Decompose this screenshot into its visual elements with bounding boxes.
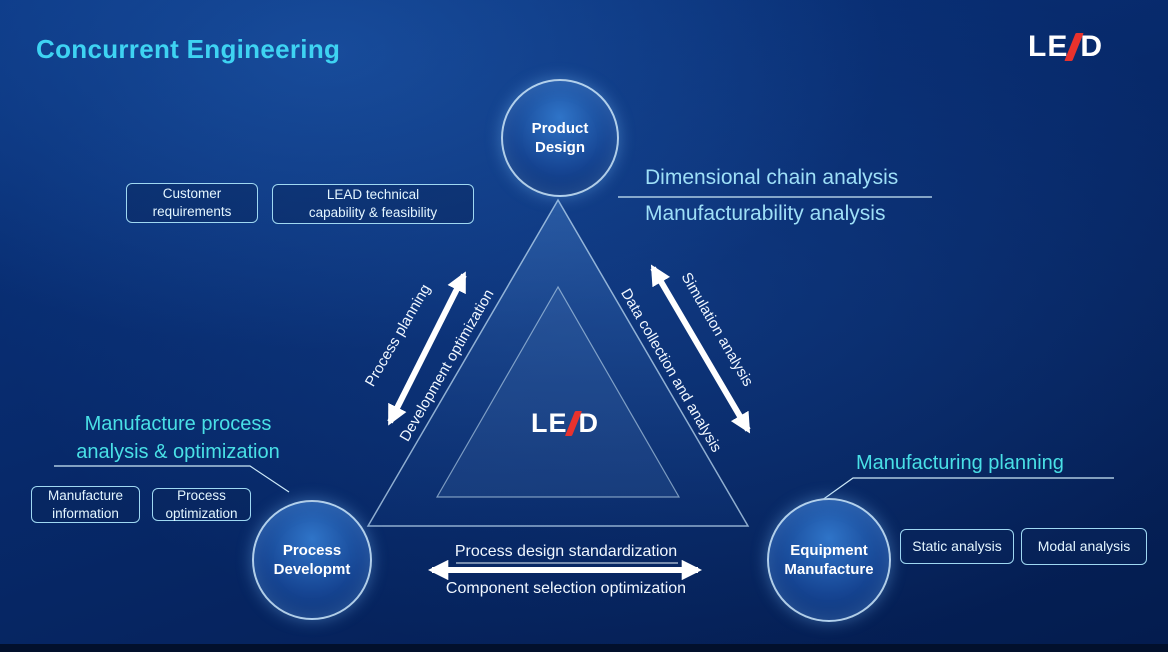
lead-logo: LE D — [1028, 30, 1103, 64]
box-process-optimization: Process optimization — [152, 488, 251, 521]
label-manufacturability-analysis: Manufacturability analysis — [645, 202, 886, 225]
center-logo-d-text: D — [578, 408, 599, 438]
label-dimensional-chain-analysis: Dimensional chain analysis — [645, 166, 899, 189]
node-process-development: Process Developmt — [252, 500, 372, 620]
box-modal-analysis: Modal analysis — [1021, 528, 1147, 565]
bottom-bar — [0, 644, 1168, 652]
box-lead-technical-capability: LEAD technical capability & feasibility — [272, 184, 474, 224]
node-equipment-manufacture: Equipment Manufacture — [767, 498, 891, 622]
box-customer-requirements: Customer requirements — [126, 183, 258, 223]
box-manufacture-information: Manufacture information — [31, 486, 140, 523]
center-lead-logo: LE D — [515, 408, 615, 439]
box-static-analysis: Static analysis — [900, 529, 1014, 564]
right-edge-arrow — [650, 264, 751, 434]
label-process-design-standardization: Process design standardization — [454, 543, 678, 560]
left-edge-arrow — [387, 271, 467, 426]
center-logo-le-text: LE — [530, 408, 568, 438]
label-component-selection-optimization: Component selection optimization — [445, 580, 687, 597]
logo-le-text: LE — [1028, 30, 1069, 63]
label-manufacturing-planning: Manufacturing planning — [856, 452, 1064, 474]
page-title: Concurrent Engineering — [36, 34, 341, 64]
node-product-design: Product Design — [501, 79, 619, 197]
logo-d-text: D — [1080, 30, 1104, 63]
left-callout-connector — [54, 465, 290, 493]
right-callout-connector — [817, 477, 1114, 504]
label-manufacture-process-analysis: Manufacture process analysis & optimizat… — [76, 413, 280, 463]
inner-triangle — [435, 285, 681, 498]
